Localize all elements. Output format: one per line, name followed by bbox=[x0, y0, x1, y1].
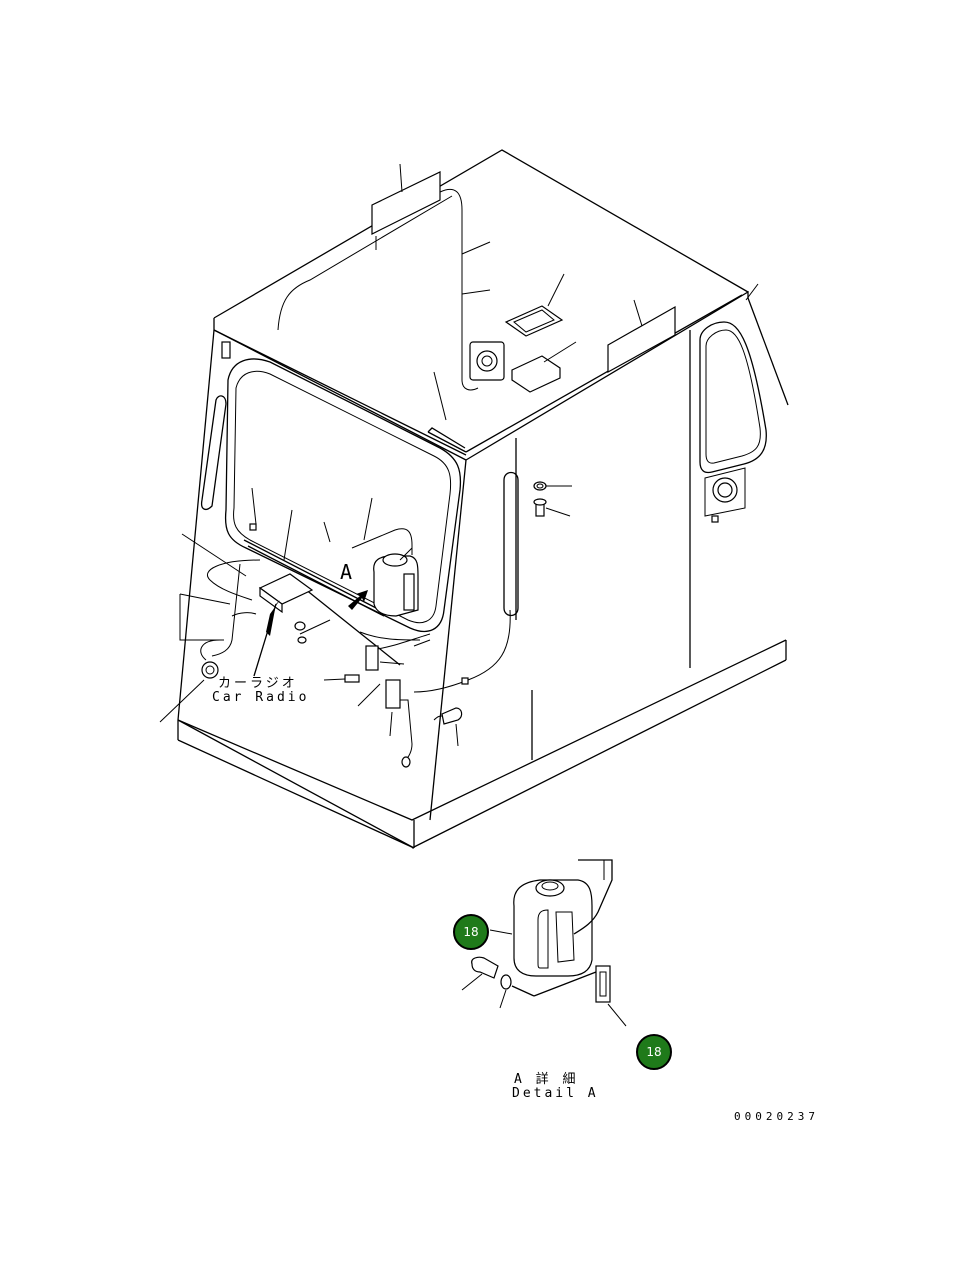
part-callout-18[interactable]: 18 bbox=[636, 1034, 672, 1070]
interior-parts bbox=[200, 188, 719, 768]
detail-a-drawing bbox=[461, 859, 627, 1027]
detail-label-en: Detail A bbox=[512, 1086, 599, 1101]
car-radio-label-en: Car Radio bbox=[212, 690, 310, 705]
cab-side-wall bbox=[503, 297, 789, 760]
cab-front-wall bbox=[177, 329, 787, 849]
part-callout-18[interactable]: 18 bbox=[453, 914, 489, 950]
detail-label-jp: A 詳 細 bbox=[514, 1072, 579, 1087]
leader-lines bbox=[159, 163, 759, 747]
car-radio-label-jp: カーラジオ bbox=[218, 676, 298, 691]
cab-roof bbox=[213, 149, 749, 461]
view-letter-a: A bbox=[340, 560, 353, 584]
drawing-number: 00020237 bbox=[734, 1110, 819, 1123]
